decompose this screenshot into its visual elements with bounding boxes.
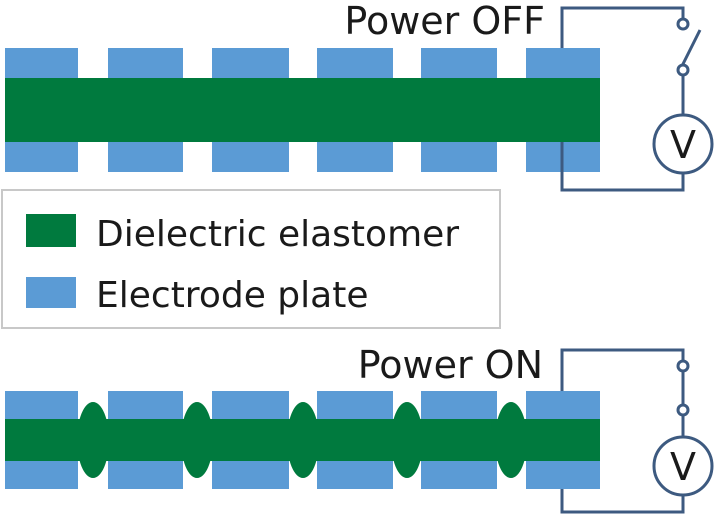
electrode-plate	[421, 142, 497, 172]
electrode-plate	[5, 391, 78, 419]
electrode-plate	[317, 461, 393, 489]
electrode-plate	[108, 142, 183, 172]
electrode-plate	[421, 48, 497, 78]
legend-swatch-electrode	[26, 277, 76, 308]
electrode-plate	[212, 391, 289, 419]
electrode-plate	[212, 461, 289, 489]
legend-label-electrode: Electrode plate	[96, 275, 368, 316]
switch-terminal	[676, 359, 690, 373]
electrode-plate	[317, 48, 393, 78]
elastomer-bulge	[181, 402, 213, 478]
power-off-label: Power OFF	[344, 0, 545, 43]
power-on-assembly: Power ON	[5, 343, 714, 514]
electrode-plate	[5, 461, 78, 489]
legend-swatch-dielectric	[26, 214, 76, 247]
legend-label-dielectric: Dielectric elastomer	[96, 214, 459, 255]
top-electrodes-off	[5, 48, 600, 78]
elastomer-bulges	[77, 402, 527, 478]
elastomer-bulge	[287, 402, 319, 478]
electrode-plate	[108, 48, 183, 78]
electrode-plate	[317, 142, 393, 172]
elastomer-bulge	[77, 402, 109, 478]
switch-terminal	[676, 17, 690, 31]
bottom-electrodes-off	[5, 142, 600, 172]
bottom-electrodes-on	[5, 461, 600, 489]
electrode-plate	[5, 48, 78, 78]
circuit-off	[560, 6, 714, 192]
circuit-wire-bottom	[560, 489, 685, 514]
voltmeter-symbol: V	[670, 123, 696, 167]
circuit-on	[560, 348, 714, 514]
switch-open-icon	[678, 29, 702, 71]
elastomer-bulge	[495, 402, 527, 478]
electrode-plate	[108, 461, 183, 489]
elastomer-bulge	[391, 402, 423, 478]
voltmeter-icon	[652, 435, 714, 497]
legend: Dielectric elastomer Electrode plate	[1, 189, 501, 329]
circuit-wire-top	[560, 348, 685, 391]
voltmeter-icon	[652, 113, 714, 175]
electrode-plate	[317, 391, 393, 419]
electrode-plate	[421, 461, 497, 489]
circuit-wire-top	[560, 6, 685, 48]
switch-terminal	[676, 403, 690, 417]
electrode-plate	[526, 48, 600, 78]
voltmeter-symbol: V	[670, 445, 696, 489]
electrode-plate	[5, 142, 78, 172]
legend-box	[1, 189, 501, 329]
power-on-label: Power ON	[358, 343, 543, 387]
electrode-plate	[526, 461, 600, 489]
switch-terminal	[676, 63, 690, 77]
electrode-plate	[526, 391, 600, 419]
electrode-plate	[212, 48, 289, 78]
electrode-plate	[212, 142, 289, 172]
dielectric-elastomer-layer-off	[5, 78, 600, 142]
top-electrodes-on	[5, 391, 600, 419]
electrode-plate	[108, 391, 183, 419]
power-off-assembly: Power OFF V	[5, 0, 714, 192]
circuit-wire-bottom	[560, 142, 685, 192]
electrode-plate	[421, 391, 497, 419]
